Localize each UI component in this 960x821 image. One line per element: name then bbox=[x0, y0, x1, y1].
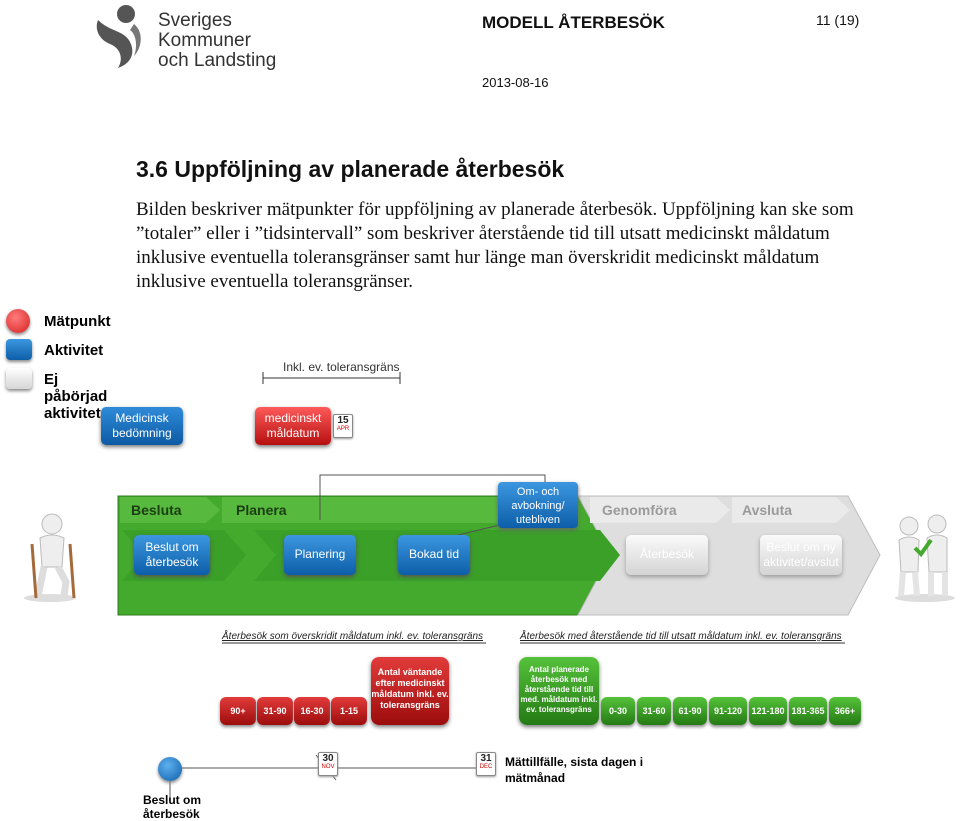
phase-planera: Planera bbox=[236, 502, 287, 518]
red-bins: 90+ 31-90 16-30 1-15 bbox=[220, 697, 370, 727]
red-bin: 16-30 bbox=[294, 697, 330, 725]
green-bin: 366+ bbox=[829, 697, 861, 725]
beslut-matpunkt-icon bbox=[158, 757, 182, 781]
red-bin: 90+ bbox=[220, 697, 256, 725]
phase-om-avbokning: Om- och avbokning/ utebliven bbox=[498, 482, 578, 528]
beslut-bottom-label: Beslut om återbesök bbox=[143, 793, 223, 821]
note-aterstaende: Återbesök med återstående tid till utsat… bbox=[520, 631, 842, 642]
red-bin: 1-15 bbox=[331, 697, 367, 725]
green-bin: 31-60 bbox=[637, 697, 671, 725]
phase-besluta: Besluta bbox=[131, 502, 182, 518]
medicinsk-bedomning-box: Medicinsk bedömning bbox=[101, 407, 183, 445]
calendar-icon: 31 DEC bbox=[476, 752, 496, 776]
green-bin: 61-90 bbox=[673, 697, 707, 725]
green-bin: 181-365 bbox=[789, 697, 827, 725]
activity-beslut-box: Beslut om återbesök bbox=[134, 535, 210, 575]
activity-aterbesok-box: Återbesök bbox=[626, 535, 708, 575]
green-bins: 0-30 31-60 61-90 91-120 121-180 181-365 … bbox=[601, 697, 861, 727]
note-overskridit: Återbesök som överskridit måldatum inkl.… bbox=[222, 631, 483, 642]
two-persons-check-icon bbox=[893, 512, 957, 602]
green-main-cylinder: Antal planerade återbesök med återståend… bbox=[519, 657, 599, 725]
calendar-icon: 15 APR bbox=[333, 414, 353, 438]
green-bin: 0-30 bbox=[601, 697, 635, 725]
green-bin: 121-180 bbox=[749, 697, 787, 725]
activity-bokad-box: Bokad tid bbox=[398, 535, 470, 575]
red-main-cylinder: Antal väntande efter medicinskt måldatum… bbox=[371, 657, 449, 725]
phase-avsluta: Avsluta bbox=[742, 502, 792, 518]
activity-beslut-ny-box: Beslut om ny aktivitet/avslut bbox=[760, 535, 842, 575]
person-crutches-icon bbox=[22, 512, 78, 602]
maldatum-box: medicinskt måldatum bbox=[255, 407, 331, 445]
red-bin: 31-90 bbox=[257, 697, 293, 725]
calendar-icon: 30 NOV bbox=[318, 752, 338, 776]
mattillfalle-label: Mättillfälle, sista dagen i mätmånad bbox=[505, 754, 645, 786]
green-bin: 91-120 bbox=[709, 697, 747, 725]
phase-genomfora: Genomföra bbox=[602, 502, 677, 518]
activity-planering-box: Planering bbox=[284, 535, 356, 575]
